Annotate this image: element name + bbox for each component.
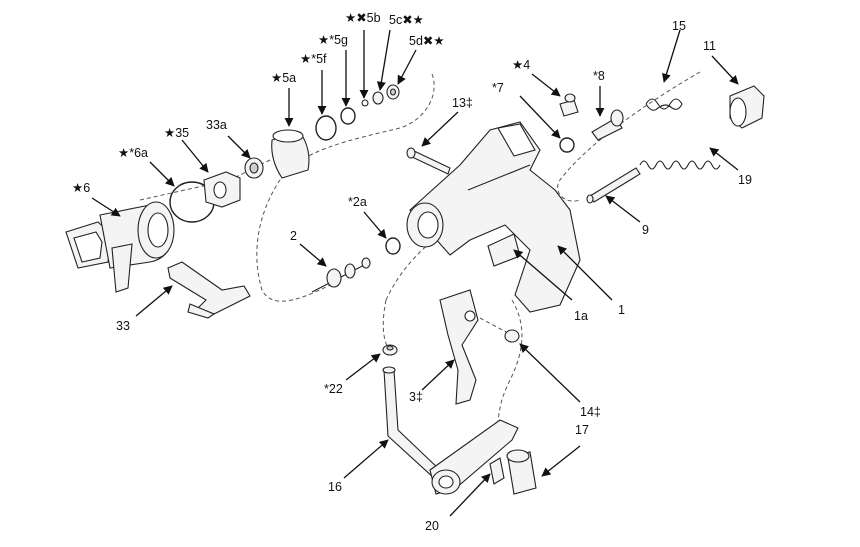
part-8-piston [591, 109, 624, 141]
part-2-needle-assembly [311, 257, 371, 293]
label-5d: 5d✖★ [409, 34, 445, 48]
label-17: 17 [575, 423, 589, 437]
part-19-spring [639, 160, 721, 170]
label-33a: 33a [206, 118, 227, 132]
label-5b: ★✖5b [345, 11, 381, 25]
label-16: 16 [328, 480, 342, 494]
part-16-tube [382, 366, 441, 479]
label-3: 3‡ [409, 390, 423, 404]
label-20: 20 [425, 519, 439, 533]
label-13: 13‡ [452, 96, 473, 110]
part-33a-nut [244, 157, 264, 179]
label-5a: ★5a [271, 71, 296, 85]
label-14: 14‡ [580, 405, 601, 419]
part-15-spring [645, 98, 683, 111]
part-33-tip [167, 261, 251, 319]
label-22: *22 [324, 382, 343, 396]
part-5a-housing [271, 129, 310, 179]
part-1a-bracket [487, 233, 521, 267]
label-2a: *2a [348, 195, 367, 209]
label-1a: 1a [574, 309, 588, 323]
label-1: 1 [618, 303, 625, 317]
part-6-tip-guard [65, 201, 175, 293]
part-5b-ball [361, 99, 369, 107]
part-35-seal [203, 171, 241, 208]
part-5c-seat [372, 91, 384, 105]
part-2a-ring [385, 237, 401, 255]
part-13-screw [406, 147, 451, 175]
label-33: 33 [116, 319, 130, 333]
part-9-rod [586, 167, 641, 204]
callout-labels: ★6 ★*6a ★35 33a ★5a ★*5f ★*5g ★✖5b 5c✖★ … [72, 11, 752, 533]
leader-arrows [91, 29, 739, 517]
part-7-ring [559, 137, 575, 153]
label-35: ★35 [164, 126, 189, 140]
part-3-trigger [439, 289, 479, 405]
label-9: 9 [642, 223, 649, 237]
label-5g: ★*5g [318, 33, 348, 47]
label-5c: 5c✖★ [389, 13, 424, 27]
label-4: ★4 [512, 58, 530, 72]
label-8: *8 [593, 69, 605, 83]
part-11-cap [729, 85, 765, 129]
label-7: *7 [492, 81, 504, 95]
part-20-bracket [429, 419, 519, 495]
part-5d-washer [386, 84, 400, 100]
label-5f: ★*5f [300, 52, 327, 66]
part-5f-o-ring [315, 115, 337, 141]
part-5g-o-ring [340, 107, 356, 125]
label-19: 19 [738, 173, 752, 187]
label-2: 2 [290, 229, 297, 243]
part-17-swivel [506, 449, 537, 495]
label-15: 15 [672, 19, 686, 33]
part-4-fitting [559, 93, 579, 117]
label-6: ★6 [72, 181, 90, 195]
part-14-pin [504, 329, 520, 343]
part-22-fitting [382, 344, 398, 356]
label-6a: ★*6a [118, 146, 148, 160]
label-11: 11 [703, 39, 716, 53]
part-1-gun-body [406, 121, 581, 313]
